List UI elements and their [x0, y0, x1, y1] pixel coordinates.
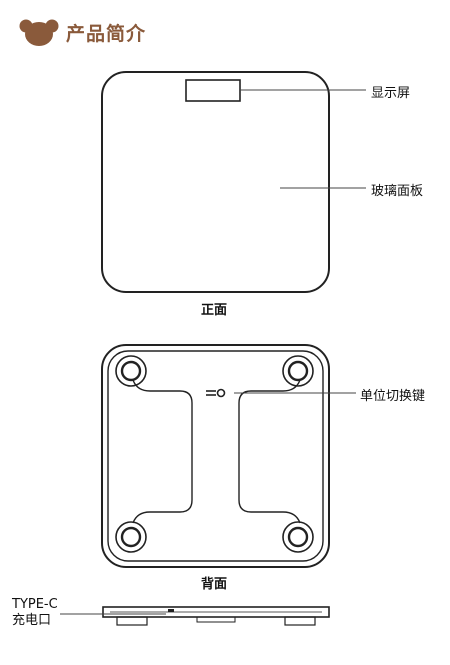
section-header: 产品简介	[18, 14, 146, 50]
display-screen	[185, 79, 241, 102]
type-c-line-1: TYPE-C	[12, 597, 58, 612]
foot-top-left	[115, 355, 147, 387]
foot-bottom-left	[115, 521, 147, 553]
display-label: 显示屏	[371, 86, 411, 101]
type-c-line-2: 充电口	[12, 613, 52, 628]
bear-head-icon	[19, 19, 59, 46]
back-caption: 背面	[201, 577, 228, 592]
unit-switch-label: 单位切换键	[360, 389, 426, 404]
page-title: 产品简介	[66, 22, 147, 45]
front-view	[101, 71, 366, 293]
unit-switch-icon	[206, 388, 226, 398]
type-c-label: TYPE-C 充电口	[12, 597, 58, 629]
front-caption: 正面	[201, 303, 228, 318]
glass-panel-label: 玻璃面板	[371, 184, 424, 199]
foot-bottom-right	[282, 521, 314, 553]
side-view	[60, 606, 330, 626]
foot-top-right	[282, 355, 314, 387]
back-view	[101, 344, 356, 568]
